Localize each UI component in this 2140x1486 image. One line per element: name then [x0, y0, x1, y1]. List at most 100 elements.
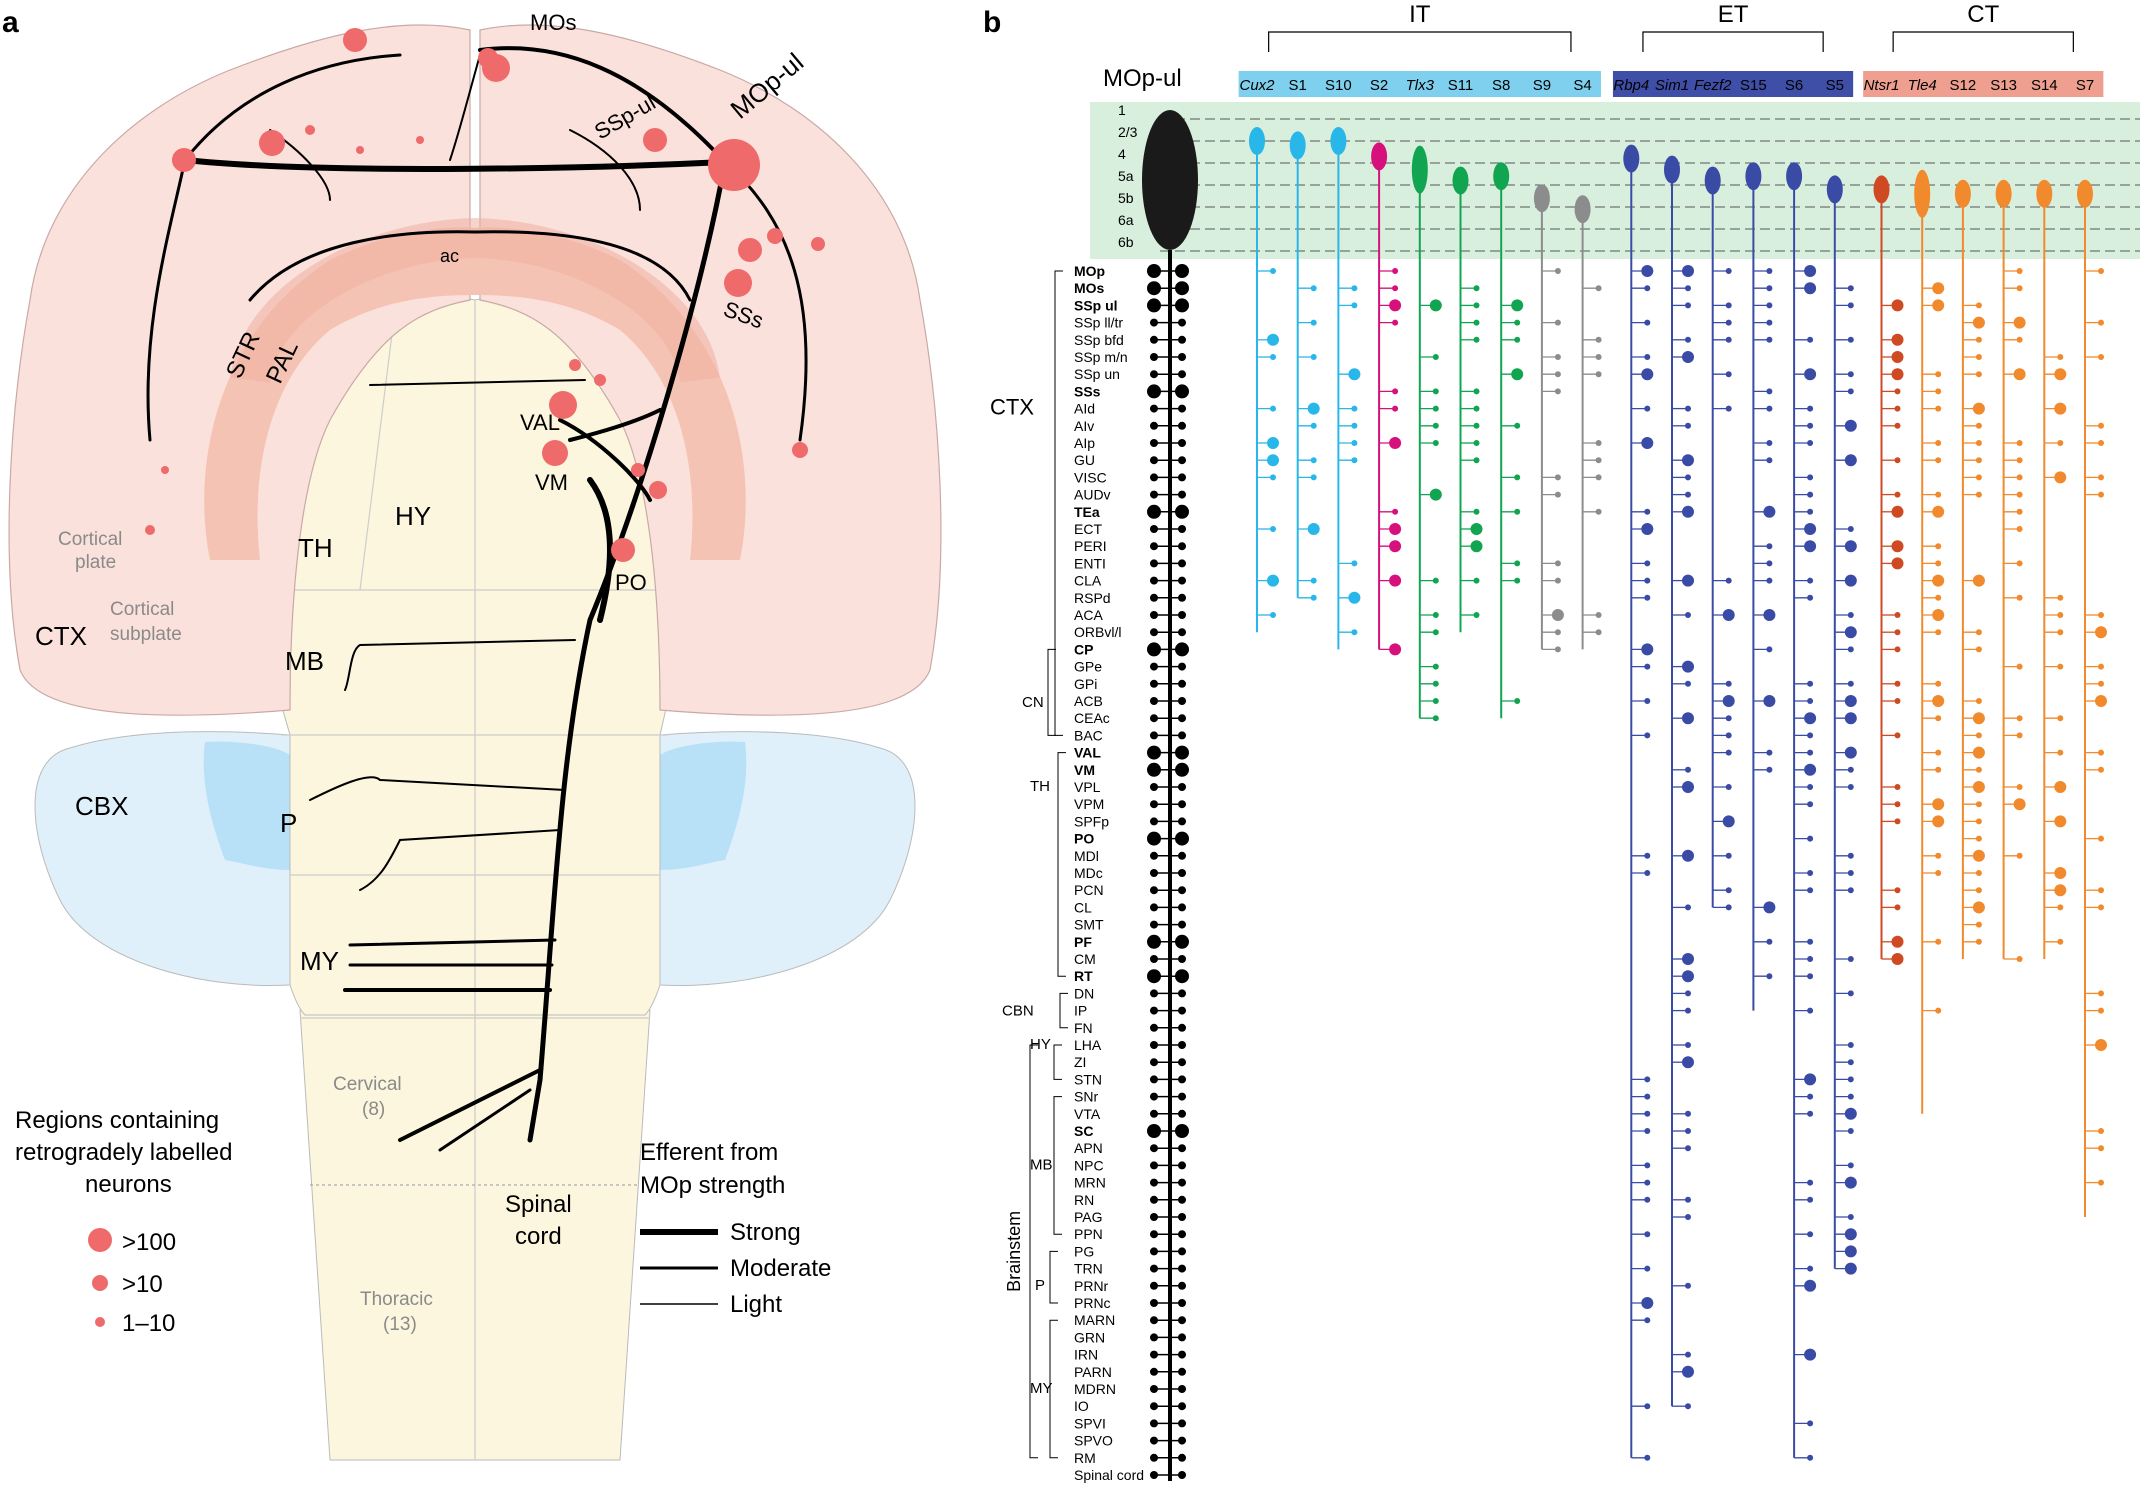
label-po: PO [615, 570, 647, 595]
terminal-dot [1310, 354, 1317, 360]
column-label: S2 [1370, 77, 1388, 94]
summary-dot [1147, 762, 1161, 777]
terminal-dot [1725, 715, 1732, 722]
terminal-dot [1766, 405, 1773, 412]
row-label: CEAc [1074, 710, 1110, 726]
terminal-dot [1392, 405, 1399, 412]
summary-dot [1150, 1316, 1158, 1325]
terminal-dot [1975, 474, 1982, 481]
summary-dot [1150, 1195, 1158, 1204]
summary-dot [1147, 298, 1161, 313]
terminal-dot [1725, 336, 1732, 343]
terminal-dot [1975, 801, 1982, 808]
terminal-dot [1473, 319, 1480, 326]
label-vm: VM [535, 470, 568, 495]
terminal-dot [1807, 1265, 1814, 1272]
terminal-dot [1807, 1110, 1814, 1117]
row-label: RSPd [1074, 590, 1111, 606]
summary-dot [1178, 920, 1186, 929]
terminal-dot [1935, 1007, 1942, 1014]
terminal-dot [1766, 646, 1773, 653]
terminal-dot [1644, 1110, 1651, 1117]
summary-dot [1147, 642, 1161, 657]
terminal-dot [1847, 870, 1854, 876]
label-ac: ac [440, 246, 459, 266]
summary-dot [1178, 473, 1186, 482]
row-label: SC [1074, 1123, 1093, 1139]
terminal-dot [1473, 302, 1480, 309]
summary-dot [1150, 576, 1158, 585]
terminal-dot [1894, 732, 1901, 739]
summary-dot [1178, 989, 1186, 998]
column-label: Tlx3 [1406, 77, 1435, 94]
soma-S6 [1786, 162, 1803, 191]
terminal-dot [1847, 887, 1854, 894]
terminal-dot [1932, 798, 1945, 811]
row-label: ZI [1074, 1054, 1086, 1070]
terminal-dot [1804, 1279, 1817, 1292]
terminal-dot [1310, 422, 1317, 429]
terminal-dot [1514, 336, 1521, 343]
row-label: PO [1074, 831, 1094, 847]
terminal-dot [2098, 354, 2104, 360]
summary-dot [1150, 593, 1158, 602]
soma-S10 [1330, 127, 1347, 155]
summary-dot [1150, 903, 1158, 912]
terminal-dot [1644, 852, 1651, 859]
terminal-dot [2098, 440, 2104, 446]
terminal-dot [1644, 354, 1651, 360]
terminal-dot [2054, 884, 2067, 897]
terminal-dot [1554, 646, 1561, 653]
terminal-dot [1766, 319, 1773, 326]
terminal-dot [1685, 990, 1691, 997]
summary-dot [1147, 1124, 1161, 1138]
layer-label: 4 [1118, 146, 1126, 162]
row-label: BAC [1074, 727, 1103, 743]
terminal-dot [1807, 491, 1814, 498]
terminal-dot [1891, 935, 1904, 948]
terminal-dot [2057, 629, 2064, 636]
terminal-dot [1935, 715, 1942, 722]
row-label: SSp m/n [1074, 349, 1128, 365]
terminal-dot [2057, 904, 2064, 911]
terminal-dot [1685, 474, 1691, 481]
summary-dot [1178, 1041, 1186, 1049]
terminal-dot [2054, 867, 2067, 879]
terminal-dot [1975, 766, 1982, 773]
label-cortical-plate-1: Cortical [58, 529, 122, 550]
terminal-dot [1685, 1042, 1691, 1048]
summary-dot [1150, 473, 1158, 482]
summary-dot [1150, 1178, 1158, 1187]
terminal-dot [1725, 371, 1732, 378]
row-label: IO [1074, 1398, 1089, 1414]
summary-dot [1150, 1436, 1158, 1445]
terminal-dot [2098, 319, 2104, 326]
terminal-dot [2016, 457, 2023, 464]
label-cortical-subplate-1: Cortical [110, 599, 174, 620]
terminal-dot [1432, 715, 1439, 722]
terminal-dot [2098, 904, 2104, 911]
terminal-dot [1932, 282, 1945, 295]
summary-dot [1178, 490, 1186, 499]
summary-dot [1178, 628, 1186, 637]
terminal-dot [1267, 333, 1279, 346]
summary-dot [1178, 1023, 1186, 1032]
terminal-dot [2057, 354, 2064, 360]
terminal-dot [1807, 1093, 1814, 1100]
terminal-dot [1392, 268, 1399, 274]
terminal-dot [2016, 715, 2023, 722]
column-label: S7 [2076, 77, 2094, 94]
terminal-dot [1682, 970, 1694, 983]
terminal-dot [1847, 680, 1854, 687]
terminal-dot [1894, 629, 1901, 636]
terminal-dot [2057, 440, 2064, 446]
terminal-dot [1972, 574, 1985, 587]
terminal-dot [1310, 594, 1317, 601]
terminal-dot [1804, 523, 1817, 535]
terminal-dot [1685, 1007, 1691, 1014]
terminal-dot [1807, 680, 1814, 687]
terminal-dot [1807, 784, 1814, 790]
summary-dot [1150, 1041, 1158, 1049]
terminal-dot [1804, 265, 1817, 277]
